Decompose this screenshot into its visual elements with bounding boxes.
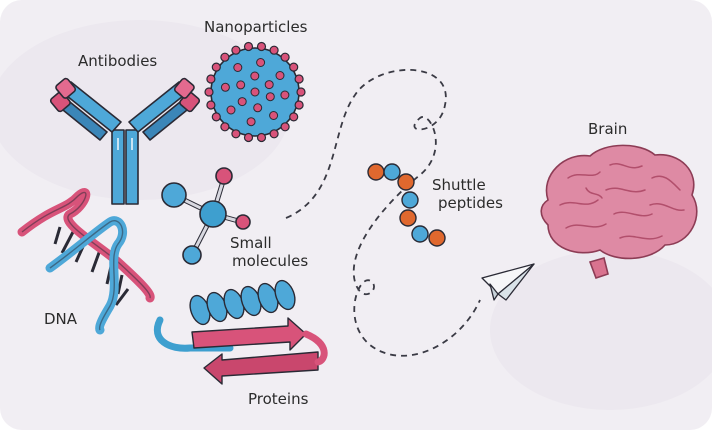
nanoparticle-spike bbox=[220, 122, 230, 132]
nanoparticle-dot bbox=[233, 63, 243, 72]
protein-icon bbox=[153, 279, 328, 385]
nanoparticle-dot bbox=[280, 90, 290, 100]
brain-label: Brain bbox=[588, 120, 628, 138]
nanoparticle-spike bbox=[269, 45, 279, 55]
nanoparticle-dot bbox=[246, 117, 256, 127]
nanoparticle-spike bbox=[206, 74, 216, 84]
shuttle-peptides-label-line1: Shuttle bbox=[432, 176, 486, 194]
small-molecules-label-line1: Small bbox=[230, 234, 272, 252]
nanoparticle-dot bbox=[250, 87, 260, 97]
dashed-trajectory bbox=[285, 68, 481, 357]
proteins-label: Proteins bbox=[248, 390, 309, 408]
nanoparticle-spike bbox=[231, 129, 241, 139]
nanoparticle-dot bbox=[275, 71, 285, 80]
brain-icon bbox=[540, 144, 698, 280]
antibodies-label: Antibodies bbox=[78, 52, 158, 70]
nanoparticle-spike bbox=[280, 52, 290, 62]
background-blob bbox=[490, 250, 712, 410]
helix-coil bbox=[274, 279, 296, 311]
nanoparticle-spike bbox=[243, 41, 254, 52]
antibody-icon bbox=[49, 77, 201, 205]
shuttle-peptide-icon bbox=[367, 163, 446, 247]
nanoparticle-dot bbox=[265, 92, 275, 102]
paper-plane-icon bbox=[481, 263, 535, 301]
nanoparticle-dot bbox=[226, 105, 236, 115]
nanoparticle-spike bbox=[243, 132, 254, 143]
nanoparticle-spike bbox=[204, 87, 214, 97]
nanoparticle-spike bbox=[231, 45, 241, 55]
small-molecules-label-line2: molecules bbox=[232, 252, 309, 270]
nanoparticles-label: Nanoparticles bbox=[204, 18, 308, 36]
nanoparticle-spike bbox=[211, 62, 221, 72]
nanoparticle-spike bbox=[206, 100, 216, 110]
nanoparticle-spike bbox=[256, 132, 267, 143]
dna-icon bbox=[17, 188, 155, 335]
dna-label: DNA bbox=[44, 310, 78, 328]
nanoparticle-spike bbox=[289, 62, 299, 72]
nanoparticle-dot bbox=[264, 80, 274, 90]
shuttle-peptides-label-line2: peptides bbox=[438, 194, 503, 212]
nanoparticle-spike bbox=[280, 122, 290, 132]
nanoparticle-dot bbox=[256, 58, 266, 67]
nanoparticle-icon bbox=[204, 41, 306, 143]
nanoparticle-spike bbox=[294, 100, 304, 110]
nanoparticle-spike bbox=[211, 112, 221, 122]
nanoparticle-spike bbox=[220, 52, 230, 62]
nanoparticle-spike bbox=[269, 129, 279, 139]
nanoparticle-dot bbox=[269, 111, 279, 120]
nanoparticle-dot bbox=[237, 97, 247, 107]
nanoparticle-spike bbox=[256, 41, 267, 52]
nanoparticle-dot bbox=[220, 82, 230, 92]
nanoparticle-spike bbox=[294, 74, 304, 84]
nanoparticle-dot bbox=[250, 71, 260, 81]
nanoparticle-spike bbox=[296, 87, 306, 97]
small-molecule-icon bbox=[161, 167, 251, 265]
nanoparticle-spike bbox=[289, 112, 299, 122]
nanoparticle-dot bbox=[236, 80, 246, 90]
nanoparticle-dot bbox=[253, 103, 263, 113]
